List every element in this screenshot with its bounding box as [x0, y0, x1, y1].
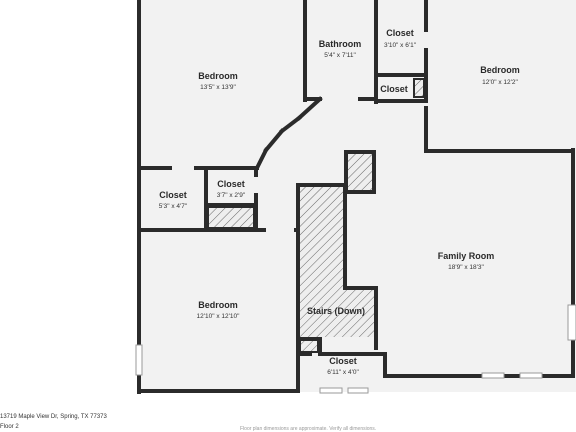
- stairs-landing: [300, 290, 374, 337]
- closet-ne-label: Closet: [386, 28, 414, 38]
- bathroom-label: Bathroom: [319, 39, 362, 49]
- stairs-label: Stairs (Down): [307, 306, 365, 316]
- walls: [137, 0, 575, 394]
- closet-w-dims: 5'3" x 4'7": [159, 203, 188, 210]
- closet-s-label: Closet: [329, 356, 357, 366]
- floor-label: Floor 2: [0, 424, 19, 430]
- bedroom-nw-label: Bedroom: [198, 71, 238, 81]
- closet-hall-label: Closet: [380, 84, 408, 94]
- bathroom-dims: 5'4" x 7'11": [324, 52, 356, 59]
- disclaimer-text: Floor plan dimensions are approximate. V…: [240, 426, 377, 432]
- floor-area: [138, 0, 576, 392]
- chase-closet-mid: [207, 206, 255, 229]
- closet-w-label: Closet: [159, 190, 187, 200]
- closet-s-dims: 6'11" x 4'0": [327, 369, 359, 376]
- closet-ne-dims: 3'10" x 6'1": [384, 42, 417, 49]
- address-text: 13719 Maple View Dr, Spring, TX 77373: [0, 414, 107, 420]
- family-room-label: Family Room: [438, 251, 495, 261]
- closet-mid-label: Closet: [217, 179, 245, 189]
- bedroom-sw-label: Bedroom: [198, 300, 238, 310]
- chase-hall: [344, 150, 376, 194]
- room-labels: Bedroom 13'5" x 13'9" Bathroom 5'4" x 7'…: [159, 28, 520, 376]
- bedroom-nw-dims: 13'5" x 13'9": [200, 84, 236, 91]
- family-room-dims: 18'9" x 18'3": [448, 264, 484, 271]
- bedroom-ne-dims: 12'0" x 12'2": [482, 79, 518, 86]
- windows: [135, 304, 576, 394]
- chase-closet-s: [299, 339, 319, 353]
- bedroom-sw-dims: 12'10" x 12'10": [197, 313, 241, 320]
- chase-closet-ne: [413, 78, 425, 98]
- closet-mid-dims: 3'7" x 2'9": [217, 192, 246, 199]
- bedroom-ne-label: Bedroom: [480, 65, 520, 75]
